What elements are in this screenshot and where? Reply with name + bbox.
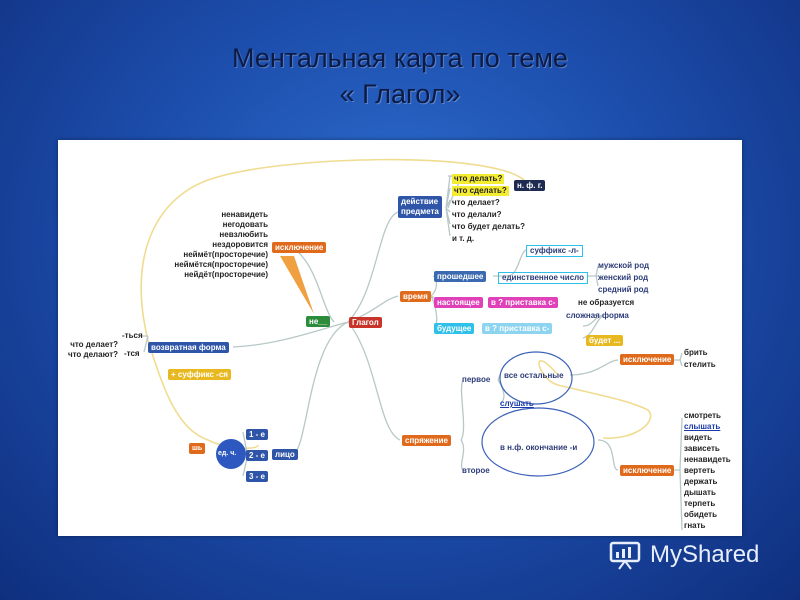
exception-left-words: ненавидеть негодовать невзлюбить нездоро…	[168, 210, 268, 280]
conjugation-node: спряжение	[402, 435, 451, 446]
reflexive-questions: что делает? что делают?	[58, 340, 118, 360]
presentation-icon	[609, 541, 641, 570]
conjugation-slushat: слушать	[500, 399, 534, 408]
conjugation-second: второе	[462, 466, 490, 475]
action-question-2: что сделать?	[452, 186, 509, 196]
exception2-word: держать	[684, 477, 718, 486]
action-question-6: и т. д.	[452, 234, 475, 243]
action-node-line1: действие	[401, 197, 439, 206]
exception2-word: слышать	[684, 422, 721, 431]
exception-left-word: невзлюбить	[219, 230, 268, 239]
watermark-text: MyShared	[650, 541, 760, 568]
conjugation-second-rule: в н.ф. окончание -и	[500, 443, 578, 452]
slide-title: Ментальная карта по теме « Глагол»	[0, 40, 800, 112]
reflexive-question: что делает?	[70, 340, 118, 349]
reflexive-question: что делают?	[67, 350, 118, 359]
conjugation-first: первое	[462, 375, 491, 384]
nf-node: н. ф. г.	[514, 180, 546, 191]
person-item-3: 3 - е	[246, 471, 269, 482]
exception2-words: смотреть слышать видеть зависеть ненавид…	[684, 410, 731, 531]
exception1-word: стелить	[684, 360, 716, 369]
action-question-5: что будет делать?	[452, 222, 525, 231]
exception2-word: ненавидеть	[684, 455, 731, 464]
slide-title-line2: « Глагол»	[339, 79, 461, 109]
ne-node: не__	[306, 316, 331, 327]
past-node: прошедшее	[434, 271, 487, 282]
exception2-word: обидеть	[684, 510, 718, 519]
action-question-4: что делали?	[452, 210, 502, 219]
center-node-glagol: Глагол	[349, 317, 382, 328]
past-gender-neut: средний род	[598, 285, 649, 294]
person-letters-sh: шь	[189, 443, 206, 454]
future-budet: будет ...	[586, 335, 624, 346]
exception-left-word: неймёт(просторечие)	[183, 250, 268, 259]
exception2-word: гнать	[684, 521, 706, 530]
exception-left-word: нездоровится	[212, 240, 268, 249]
exception2-word: зависеть	[684, 444, 720, 453]
past-gender-fem: женский род	[598, 273, 649, 282]
action-question-1: что делать?	[452, 174, 505, 184]
past-gender-masc: мужской род	[598, 261, 650, 270]
conjugation-exception-2: исключение	[620, 465, 675, 476]
reflexive-ending-tsya: -ться	[122, 331, 143, 340]
past-singular: единственное число	[498, 272, 589, 284]
exception2-word: вертеть	[684, 466, 716, 475]
exception-left-word: неймётся(просторечие)	[174, 260, 268, 269]
exception2-word: дышать	[684, 488, 716, 497]
exception-left-label: исключение	[272, 242, 327, 253]
exception2-word: смотреть	[684, 411, 721, 420]
reflexive-form-node: возвратная форма	[148, 342, 229, 353]
exception-left-word: негодовать	[222, 220, 268, 229]
exception1-word: брить	[684, 348, 708, 357]
action-node-line2: предмета	[401, 207, 439, 216]
past-suffix-l: суффикс -л-	[526, 245, 583, 257]
exception2-word: видеть	[684, 433, 713, 442]
exception-left-word: нейдёт(просторечие)	[184, 270, 268, 279]
action-node: действие предмета	[398, 196, 442, 218]
action-question-3: что делает?	[452, 198, 500, 207]
person-item-1: 1 - е	[246, 429, 269, 440]
person-number-sg: ед. ч.	[218, 450, 237, 457]
person-node: лицо	[272, 449, 298, 460]
present-node: настоящее	[434, 297, 483, 308]
exception2-word: терпеть	[684, 499, 716, 508]
future-node: будущее	[434, 323, 475, 334]
present-prefix: в ? приставка с-	[488, 297, 559, 308]
present-note: не образуется	[578, 298, 635, 307]
conjugation-others: все остальные	[504, 371, 564, 380]
exception-left-word: ненавидеть	[221, 210, 268, 219]
conjugation-exception-1: исключение	[620, 354, 675, 365]
mind-map-panel: Глагол не__ ненавидеть негодовать невзлю…	[58, 140, 742, 536]
future-prefix: в ? приставка с-	[482, 323, 553, 334]
watermark: MyShared	[608, 538, 788, 572]
future-complex-form: сложная форма	[566, 311, 629, 320]
person-item-2: 2 - е	[246, 450, 269, 461]
suffix-sya-note: + суффикс -ся	[168, 369, 231, 380]
reflexive-ending-tsa: -тся	[124, 349, 140, 358]
slide-title-line1: Ментальная карта по теме	[232, 43, 568, 73]
time-node: время	[400, 291, 431, 302]
